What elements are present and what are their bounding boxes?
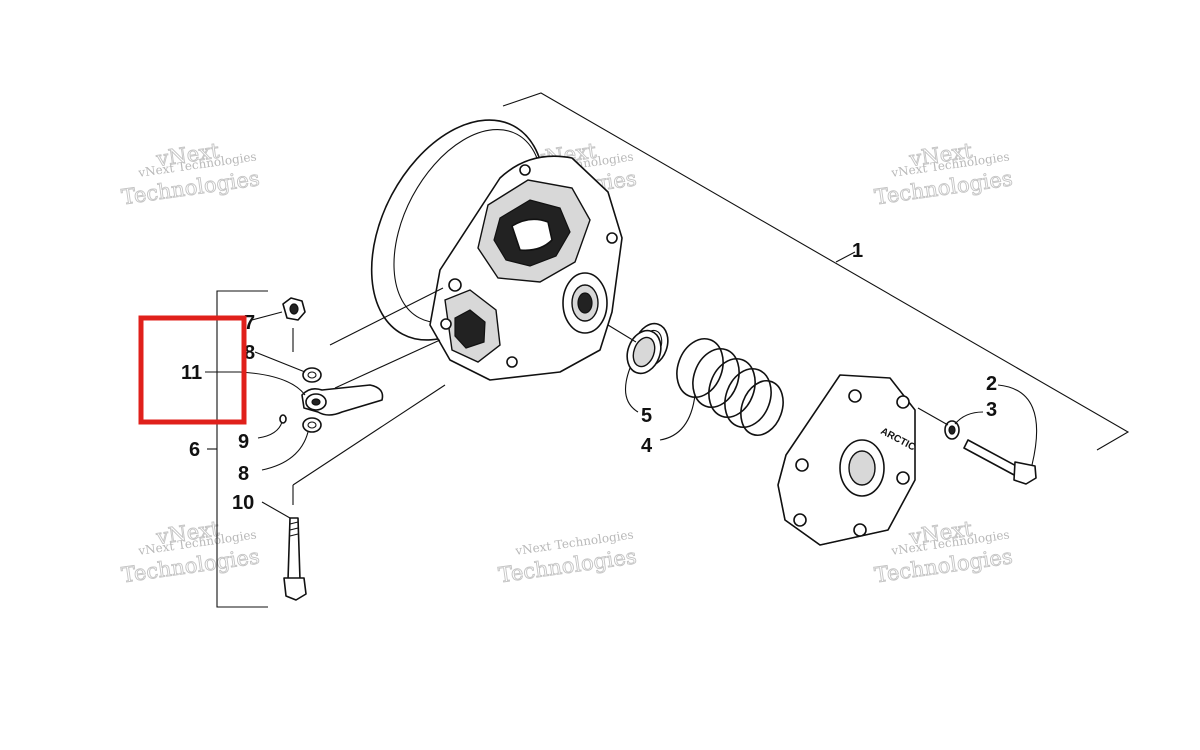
watermark-top-left: vNext Technologies Technologies vNext	[120, 138, 262, 210]
callout-2: 2	[986, 373, 997, 395]
leader-3	[954, 411, 984, 425]
callout-7: 7	[244, 312, 255, 334]
callout-9: 9	[238, 431, 249, 453]
callout-8-bottom: 8	[238, 463, 249, 485]
callout-6: 6	[189, 439, 200, 461]
leader-9	[257, 421, 283, 439]
cover-plate: ARCTIC	[777, 374, 917, 546]
leader-8-top	[254, 351, 306, 373]
watermark-top-right: vNext Technologies Technologies vNext	[873, 138, 1015, 210]
leader-11-b	[239, 371, 306, 396]
washer-part-8-bottom	[302, 417, 322, 433]
leader-2	[997, 384, 1038, 466]
bolt-part-2	[963, 439, 1037, 485]
watermark-bottom-left: vNext Technologies Technologies vNext	[120, 516, 262, 588]
guide-line-lower	[292, 384, 446, 486]
callout-10: 10	[232, 492, 254, 514]
nut-part-7	[282, 297, 306, 321]
leader-7	[251, 311, 283, 321]
leader-10	[261, 501, 291, 519]
leader-5	[624, 367, 639, 413]
callout-1: 1	[852, 240, 863, 262]
pin-part-9	[279, 414, 287, 424]
washer-part-3	[944, 420, 960, 440]
spring-part-4	[676, 338, 784, 436]
plate-to-washer-line	[917, 407, 949, 426]
callout-8-top: 8	[244, 342, 255, 364]
callout-3: 3	[986, 399, 997, 421]
leader-4	[659, 394, 696, 441]
callout-11: 11	[181, 362, 202, 384]
assembly-bracket	[502, 92, 1130, 451]
ring-part-5	[626, 322, 669, 375]
highlight-box	[138, 315, 247, 425]
leader-8-bottom	[261, 431, 309, 471]
leader-1	[835, 251, 856, 263]
washer-part-8-top	[302, 367, 322, 383]
arm-part-11	[301, 384, 384, 416]
sheave-assembly	[370, 119, 623, 381]
shaft-axis-line	[607, 324, 637, 343]
watermark-bottom-center: vNext Technologies Technologies	[497, 527, 639, 587]
guide-line-upper	[329, 287, 444, 346]
guide-line-middle	[334, 339, 441, 389]
bolt-part-10	[283, 517, 307, 601]
callout-4: 4	[641, 435, 653, 457]
callout-5: 5	[641, 405, 652, 427]
